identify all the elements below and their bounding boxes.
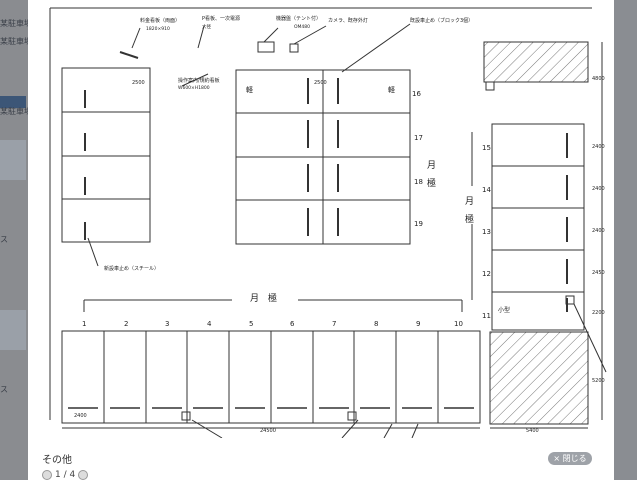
stall-number: 7 (332, 320, 336, 328)
light-car-mark: 軽 (246, 85, 253, 94)
dimension-label: 2500 (132, 80, 145, 86)
background-text: 某駐車場 (0, 107, 32, 116)
left-stall-block (61, 67, 151, 243)
background-text: 某駐車場 (0, 19, 32, 28)
background-thumbnail (0, 140, 26, 180)
hatched-area-top (483, 41, 589, 83)
dimension-label: 4800 (592, 76, 605, 82)
annotation-text: 機器盤（テント付） (276, 15, 321, 22)
stall-number: 12 (482, 270, 491, 278)
right-stall-block (491, 123, 585, 331)
stall-number: 6 (290, 320, 295, 328)
stall-number: 17 (414, 134, 423, 142)
next-icon[interactable] (78, 470, 89, 480)
prev-icon[interactable] (42, 470, 52, 480)
background-text: 某駐車場 (0, 37, 32, 46)
annotation-text: W600×H1800 (178, 85, 210, 91)
annotation-text: OM480 (294, 24, 310, 30)
dimension-label: 2400 (74, 413, 87, 419)
lightbox: 料金看板（両面） 1820×910 P看板、一次電源 大径 機器盤（テント付） … (28, 0, 614, 480)
background-text: ス (0, 235, 8, 244)
annotation-text: P看板、一次電源 (202, 15, 240, 22)
stall-number: 5 (249, 320, 253, 328)
stall-number: 9 (416, 320, 420, 328)
stall-number: 2 (124, 320, 128, 328)
dimension-label: 2200 (592, 310, 605, 316)
hatched-area-bottom (489, 331, 589, 425)
pager-count: 1 / 4 (55, 470, 76, 480)
dimension-label: 5200 (592, 378, 605, 384)
background-banner (0, 96, 26, 108)
monthly-label-bottom: 月 極 (250, 292, 277, 304)
dimension-label: 2500 (314, 80, 327, 86)
stall-number: 3 (165, 320, 169, 328)
stall-number: 4 (207, 320, 212, 328)
stall-number: 18 (414, 178, 423, 186)
dimension-label: 2400 (592, 228, 605, 234)
close-button[interactable]: × 閉じる (548, 452, 592, 465)
monthly-label-right: 月 極 (463, 196, 474, 224)
light-car-mark: 軽 (388, 85, 395, 94)
annotation-text: 1820×910 (146, 26, 170, 32)
stall-number: 11 (482, 312, 491, 320)
stall-number: 14 (482, 186, 491, 194)
annotation-text: カメラ、既存外灯 (328, 17, 368, 24)
background-thumbnail (0, 310, 26, 350)
monthly-label-center: 月 極 (425, 160, 436, 188)
stall-number: 16 (412, 90, 421, 98)
image-caption: その他 (42, 455, 72, 466)
background-strip (0, 0, 28, 480)
dimension-label: 2450 (592, 270, 605, 276)
dimension-label: 2400 (592, 186, 605, 192)
drawing-svg: 料金看板（両面） 1820×910 P看板、一次電源 大径 機器盤（テント付） … (49, 7, 607, 439)
stall-number: 10 (454, 320, 463, 328)
annotation-text: 新設車止め（スチール） (104, 265, 159, 272)
dimension-label: 5400 (526, 428, 539, 434)
background-text: ス (0, 385, 8, 394)
annotation-text: 大径 (202, 23, 211, 30)
annotation-text: 操作案内/規約看板 (178, 77, 220, 84)
dimension-label: 24500 (260, 428, 276, 434)
annotation-text: 料金看板（両面） (140, 17, 180, 24)
stall-number: 15 (482, 144, 491, 152)
compact-label: 小型 (498, 306, 510, 314)
parking-layout-drawing[interactable]: 料金看板（両面） 1820×910 P看板、一次電源 大径 機器盤（テント付） … (32, 0, 612, 439)
stall-number: 1 (82, 320, 86, 328)
dimension-label: 2400 (592, 144, 605, 150)
annotation-text: 既設車止め（ブロック3個） (410, 17, 473, 24)
pager: 1 / 4 (42, 470, 89, 480)
stall-number: 19 (414, 220, 423, 228)
background-right-strip (613, 0, 637, 480)
stall-number: 8 (374, 320, 378, 328)
stall-number: 13 (482, 228, 491, 236)
